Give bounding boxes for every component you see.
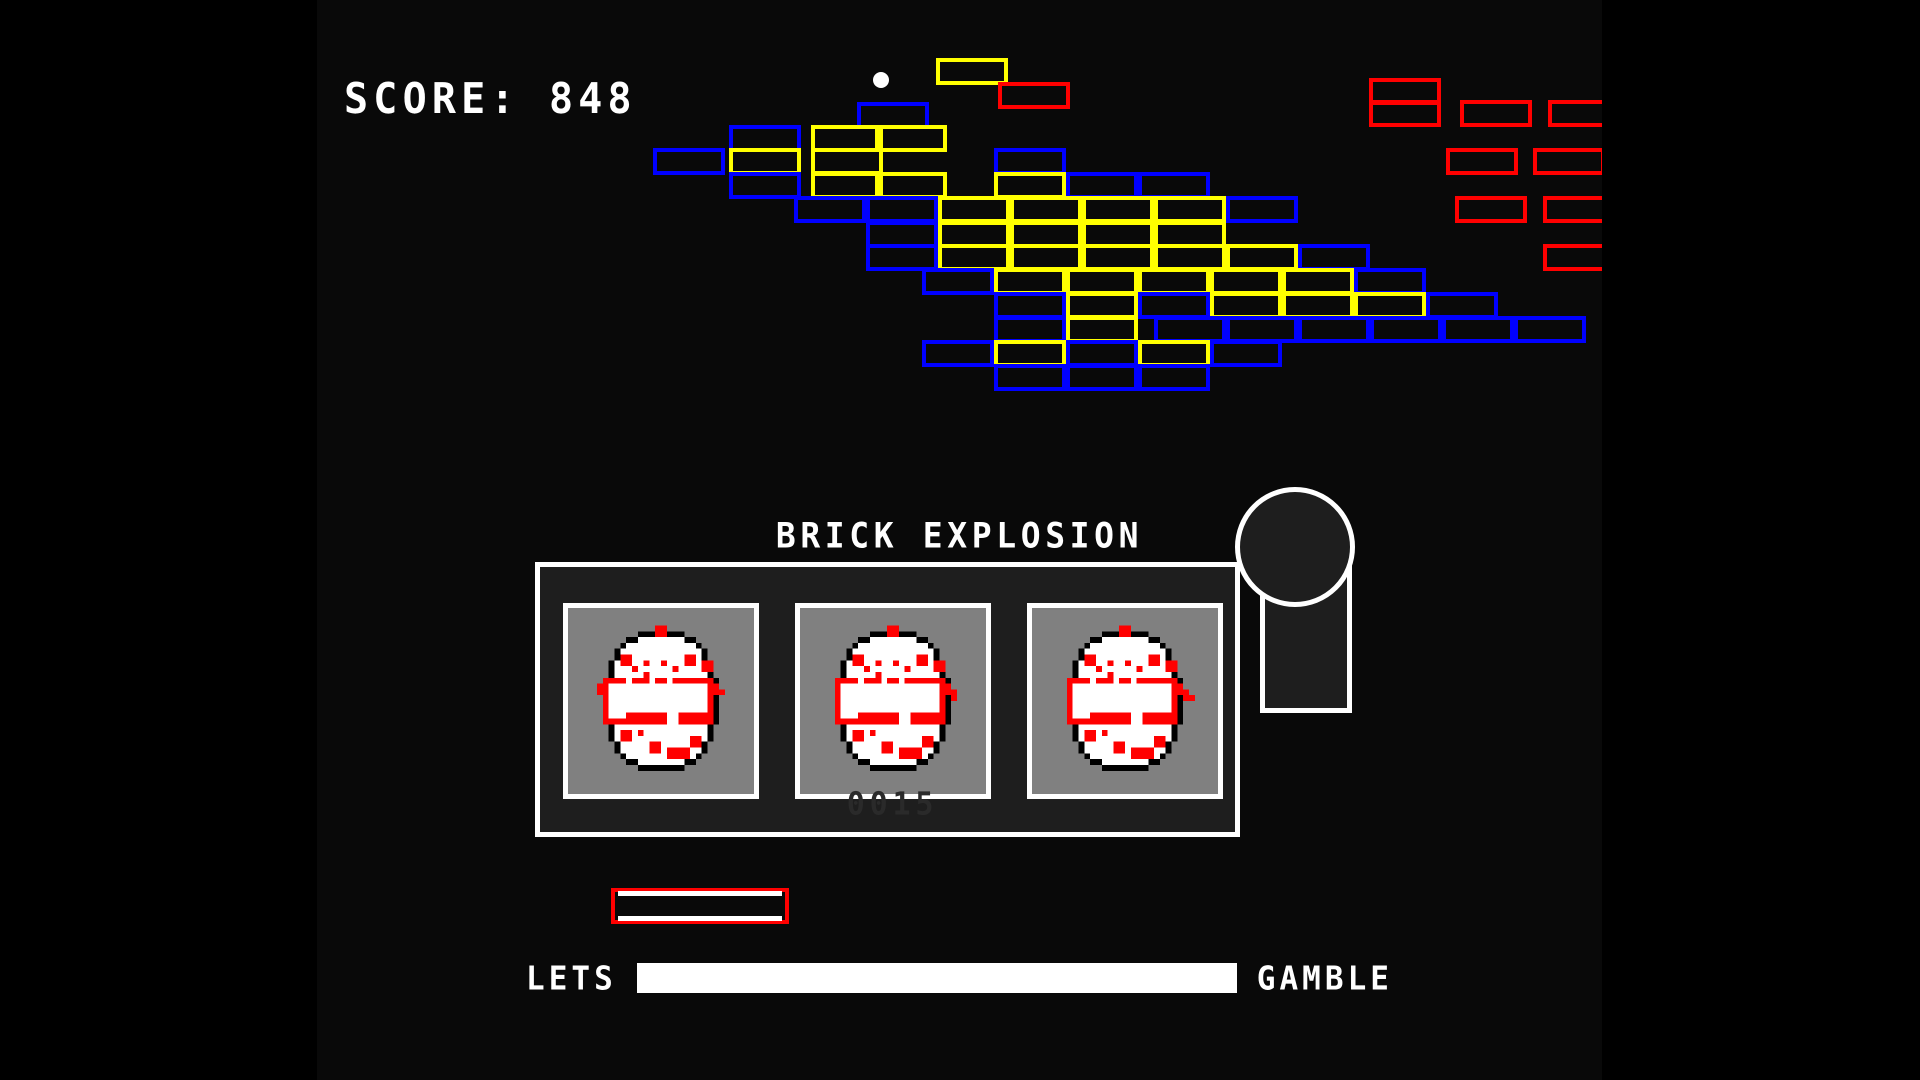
brick xyxy=(1138,340,1210,367)
brick xyxy=(1354,292,1426,319)
brick xyxy=(994,148,1066,175)
brick xyxy=(1282,268,1354,295)
brick xyxy=(994,340,1066,367)
score-display: SCORE: 848 xyxy=(344,74,637,124)
brick xyxy=(1154,244,1226,271)
brick xyxy=(1010,196,1082,223)
slot-lever[interactable] xyxy=(1235,487,1385,747)
brick xyxy=(1370,316,1442,343)
brick xyxy=(1460,100,1532,127)
brick xyxy=(1533,148,1602,175)
brick xyxy=(866,244,938,271)
brick xyxy=(994,292,1066,319)
brick xyxy=(922,340,994,367)
gamble-label-left: LETS xyxy=(526,959,617,998)
brick xyxy=(994,364,1066,391)
reel-code-readout: 0015 xyxy=(846,785,939,823)
brick xyxy=(1543,244,1602,271)
brick xyxy=(1138,292,1210,319)
brick xyxy=(938,196,1010,223)
brick xyxy=(729,172,801,199)
lever-knob[interactable] xyxy=(1235,487,1355,607)
brick xyxy=(1455,196,1527,223)
brick xyxy=(998,82,1070,109)
brick xyxy=(994,316,1066,343)
brick xyxy=(875,125,947,152)
gamble-bar-track xyxy=(636,963,1237,993)
brick xyxy=(1514,316,1586,343)
reel-1[interactable] xyxy=(563,603,759,799)
brick xyxy=(1066,172,1138,199)
brick xyxy=(994,268,1066,295)
brick xyxy=(811,172,883,199)
brick xyxy=(1066,340,1138,367)
brick xyxy=(729,148,801,175)
brick xyxy=(938,244,1010,271)
gamble-label-right: GAMBLE xyxy=(1256,959,1393,998)
brick xyxy=(1138,268,1210,295)
gamble-bar-fill xyxy=(636,963,1237,993)
brick xyxy=(1138,172,1210,199)
brick xyxy=(1154,196,1226,223)
brick xyxy=(1226,316,1298,343)
brick xyxy=(1446,148,1518,175)
brick xyxy=(1082,244,1154,271)
brick xyxy=(1154,316,1226,343)
slot-machine[interactable]: 0015 xyxy=(535,562,1240,837)
slot-machine-title: BRICK EXPLOSION xyxy=(775,514,1144,557)
brick xyxy=(1138,364,1210,391)
brick xyxy=(1226,196,1298,223)
brick xyxy=(1066,268,1138,295)
brick xyxy=(1226,244,1298,271)
brick xyxy=(1298,244,1370,271)
brick xyxy=(1066,364,1138,391)
brick xyxy=(1210,340,1282,367)
brick xyxy=(1369,100,1441,127)
brick xyxy=(1426,292,1498,319)
reel-2[interactable] xyxy=(795,603,991,799)
brick xyxy=(1010,244,1082,271)
brick xyxy=(1354,268,1426,295)
brick xyxy=(811,148,883,175)
brick-explosion-icon xyxy=(800,608,986,794)
paddle[interactable] xyxy=(611,888,789,924)
brick xyxy=(1442,316,1514,343)
brick xyxy=(936,58,1008,85)
brick xyxy=(794,196,866,223)
brick xyxy=(994,172,1066,199)
brick xyxy=(922,268,994,295)
brick xyxy=(1548,100,1602,127)
reel-group xyxy=(540,567,1245,842)
brick xyxy=(1210,268,1282,295)
ball xyxy=(873,72,889,88)
brick-explosion-icon xyxy=(1032,608,1218,794)
reel-3[interactable] xyxy=(1027,603,1223,799)
brick-explosion-icon xyxy=(568,608,754,794)
brick xyxy=(1066,316,1138,343)
brick xyxy=(875,172,947,199)
brick xyxy=(866,196,938,223)
gamble-meter: LETS GAMBLE xyxy=(317,955,1602,1001)
brick xyxy=(1082,196,1154,223)
brick xyxy=(1298,316,1370,343)
brick xyxy=(1066,292,1138,319)
brick xyxy=(1543,196,1602,223)
brick xyxy=(653,148,725,175)
brick xyxy=(1282,292,1354,319)
brick xyxy=(1210,292,1282,319)
playfield[interactable]: SCORE: 848 BRICK EXPLOSION xyxy=(317,0,1602,1080)
